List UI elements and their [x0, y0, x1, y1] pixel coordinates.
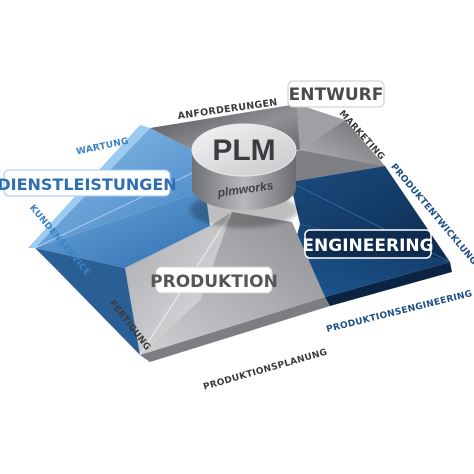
- center-title: PLM: [212, 134, 275, 167]
- dienstleistungen-label: DIENSTLEISTUNGEN: [0, 175, 177, 194]
- produktion-label: PRODUKTION: [150, 272, 278, 292]
- entwurf-label: ENTWURF: [289, 85, 384, 105]
- produktion-item-produktionsplanung: PRODUKTIONSPLANUNG: [202, 348, 328, 393]
- engineering-label: ENGINEERING: [302, 236, 433, 256]
- center-hub: [190, 123, 298, 228]
